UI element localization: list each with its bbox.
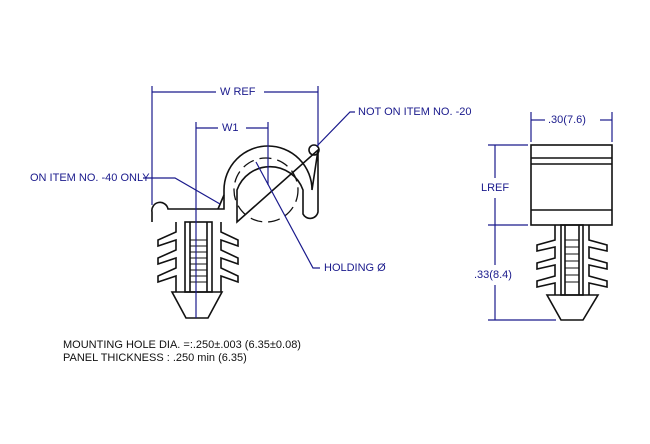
side-dimensions <box>488 112 613 321</box>
front-dimensions <box>143 86 355 318</box>
w-ref-label: W REF <box>220 86 256 98</box>
front-view-stem <box>157 221 239 319</box>
mounting-hole-note: MOUNTING HOLE DIA. =:.250±.003 (6.35±0.0… <box>63 339 301 351</box>
on-item-only-callout: ON ITEM NO. -40 ONLY <box>30 172 150 184</box>
front-view-clip <box>151 144 320 224</box>
side-view <box>530 144 613 321</box>
w1-label: W1 <box>222 122 239 134</box>
side-width-dimension: .30(7.6) <box>548 114 586 126</box>
lref-dimension: LREF <box>481 182 510 194</box>
holding-diameter-callout: HOLDING Ø <box>324 262 386 274</box>
not-on-item-callout: NOT ON ITEM NO. -20 <box>358 106 472 118</box>
side-height-dimension: .33(8.4) <box>474 269 512 281</box>
panel-thickness-note: PANEL THICKNESS : .250 min (6.35) <box>63 352 247 364</box>
